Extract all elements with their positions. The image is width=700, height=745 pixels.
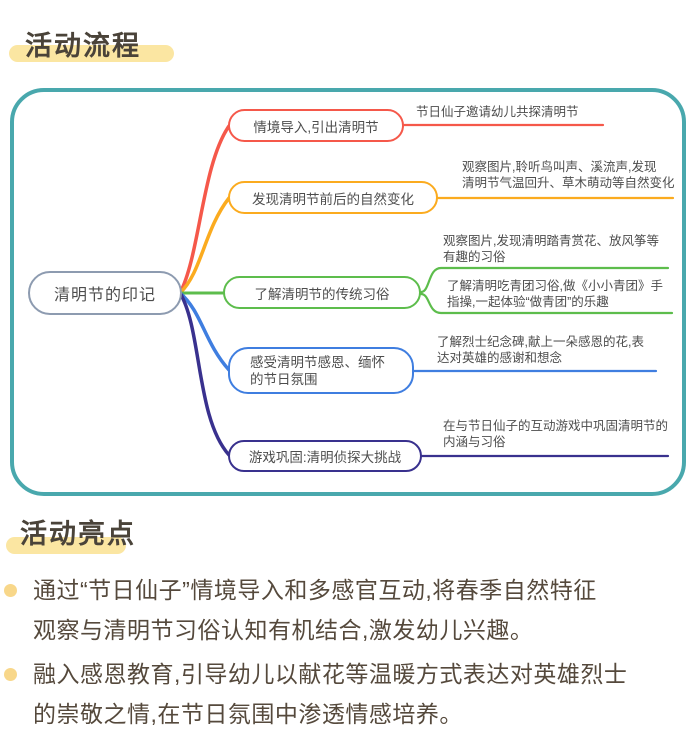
child-line-3b (419, 292, 674, 315)
child-note-3b-line-1: 了解清明吃青团习俗,做《小小青团》手 (447, 279, 663, 293)
bullet-2-line-2: 的崇敬之情,在节日氛围中渗透情感培养。 (33, 701, 463, 727)
branch-node-3: 了解清明节的传统习俗 (223, 276, 421, 309)
flow-title-highlight-bar (9, 45, 174, 62)
branch-node-5: 游戏巩固:清明侦探大挑战 (228, 440, 422, 472)
branch-node-1: 情境导入,引出清明节 (228, 109, 404, 142)
highlights-section-title: 活动亮点 (20, 519, 136, 549)
branch-curve-5 (178, 291, 231, 457)
flow-section-title: 活动流程 (25, 31, 141, 61)
branch-node-4-line-1: 感受清明节感恩、缅怀 (250, 354, 385, 370)
root-node: 清明节的印记 (28, 271, 182, 315)
child-note-3a-line-1: 观察图片,发现清明踏青赏花、放风筝等 (443, 234, 659, 248)
child-note-1-line: 节日仙子邀请幼儿共探清明节 (416, 105, 579, 119)
branch-curve-4 (178, 291, 231, 372)
child-note-2-line-1: 观察图片,聆听鸟叫声、溪流声,发现 (462, 160, 657, 174)
branch-node-2: 发现清明节前后的自然变化 (228, 181, 438, 214)
highlights-title-highlight-bar (6, 537, 126, 554)
child-line-3a (419, 266, 670, 294)
bullet-1-line-2: 观察与清明节习俗认知有机结合,激发幼儿兴趣。 (33, 617, 534, 643)
child-note-3a: 观察图片,发现清明踏青赏花、放风筝等 有趣的习俗 (443, 234, 659, 265)
bullet-text-2: 融入感恩教育,引导幼儿以献花等温暖方式表达对英雄烈士 的崇敬之情,在节日氛围中渗… (33, 654, 627, 734)
bullet-text-1: 通过“节日仙子”情境导入和多感官互动,将春季自然特征 观察与清明节习俗认知有机结… (33, 570, 597, 650)
child-note-5-line-2: 内涵与习俗 (443, 434, 506, 449)
child-note-5: 在与节日仙子的互动游戏中巩固清明节的 内涵与习俗 (443, 419, 668, 450)
branch-node-4-line-2: 的节日氛围 (250, 371, 318, 387)
bullet-marker-1 (4, 584, 17, 597)
branch-curve-2 (178, 196, 231, 295)
child-note-5-line-1: 在与节日仙子的互动游戏中巩固清明节的 (443, 419, 669, 433)
bullet-1-line-1: 通过“节日仙子”情境导入和多感官互动,将春季自然特征 (33, 577, 597, 603)
child-note-3b: 了解清明吃青团习俗,做《小小青团》手 指操,一起体验“做青团”的乐趣 (447, 279, 663, 310)
branch-curve-1 (178, 124, 231, 295)
branch-node-4: 感受清明节感恩、缅怀 的节日氛围 (228, 347, 414, 394)
child-note-1: 节日仙子邀请幼儿共探清明节 (416, 105, 579, 121)
child-note-4-line-2: 达对英雄的感谢和想念 (437, 350, 563, 365)
bullet-marker-2 (4, 668, 17, 681)
child-note-2-line-2: 清明节气温回升、草木萌动等自然变化 (462, 175, 675, 190)
child-note-4-line-1: 了解烈士纪念碑,献上一朵感恩的花,表 (437, 335, 644, 349)
child-note-4: 了解烈士纪念碑,献上一朵感恩的花,表 达对英雄的感谢和想念 (437, 335, 644, 366)
bullet-2-line-1: 融入感恩教育,引导幼儿以献花等温暖方式表达对英雄烈士 (33, 661, 628, 687)
child-note-2: 观察图片,聆听鸟叫声、溪流声,发现 清明节气温回升、草木萌动等自然变化 (462, 160, 675, 191)
child-note-3a-line-2: 有趣的习俗 (443, 249, 506, 264)
child-note-3b-line-2: 指操,一起体验“做青团”的乐趣 (447, 294, 609, 309)
